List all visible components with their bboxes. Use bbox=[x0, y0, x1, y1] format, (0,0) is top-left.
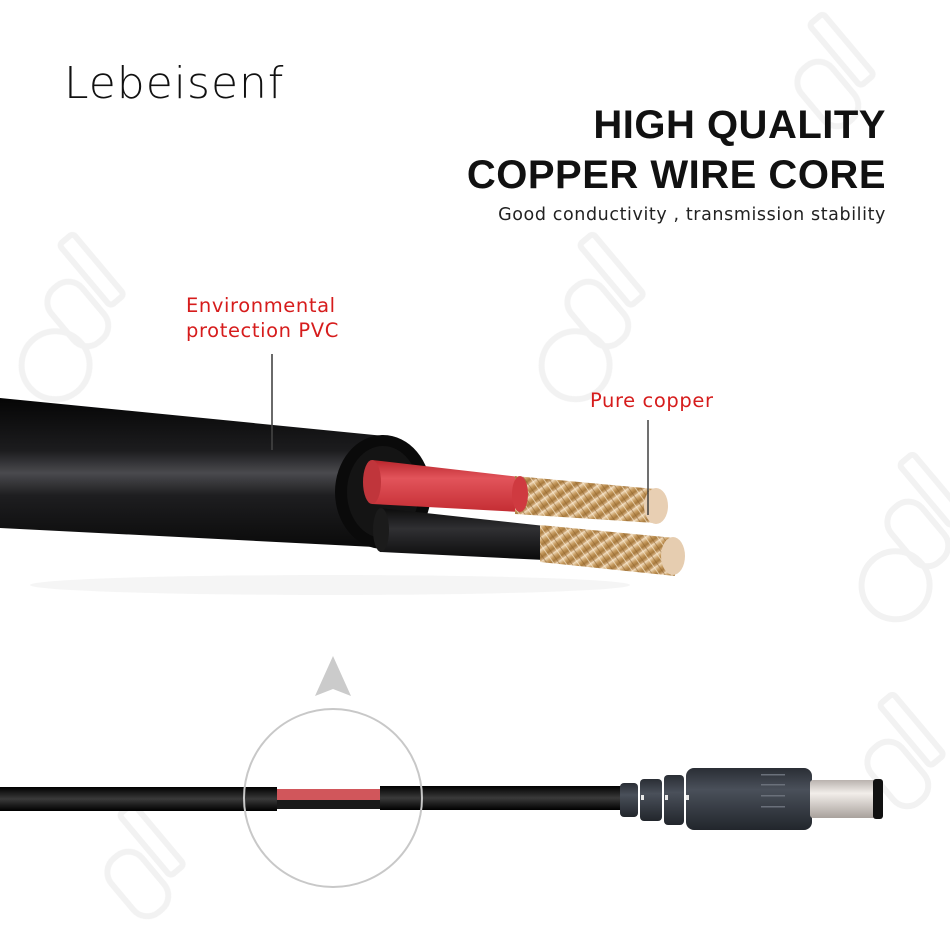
dc-barrel-connector bbox=[620, 768, 883, 830]
brand-logo: Lebeisenf bbox=[64, 58, 285, 109]
pvc-callout-line-2: protection PVC bbox=[186, 319, 339, 342]
copper-callout-label: Pure copper bbox=[590, 389, 714, 412]
magnifier-circle-icon bbox=[243, 708, 423, 888]
pvc-callout-label: Environmental protection PVC bbox=[186, 293, 339, 343]
thin-cable bbox=[0, 786, 625, 811]
arrow-up-icon bbox=[315, 656, 351, 696]
headline-subtitle: Good conductivity , transmission stabili… bbox=[498, 205, 886, 225]
headline-line-2: COPPER WIRE CORE bbox=[466, 153, 886, 197]
headline: HIGH QUALITY COPPER WIRE CORE bbox=[467, 100, 886, 200]
red-wire bbox=[363, 460, 668, 524]
pvc-callout-line-1: Environmental bbox=[186, 294, 336, 317]
headline-line-1: HIGH QUALITY bbox=[593, 103, 886, 147]
black-wire bbox=[373, 508, 685, 576]
